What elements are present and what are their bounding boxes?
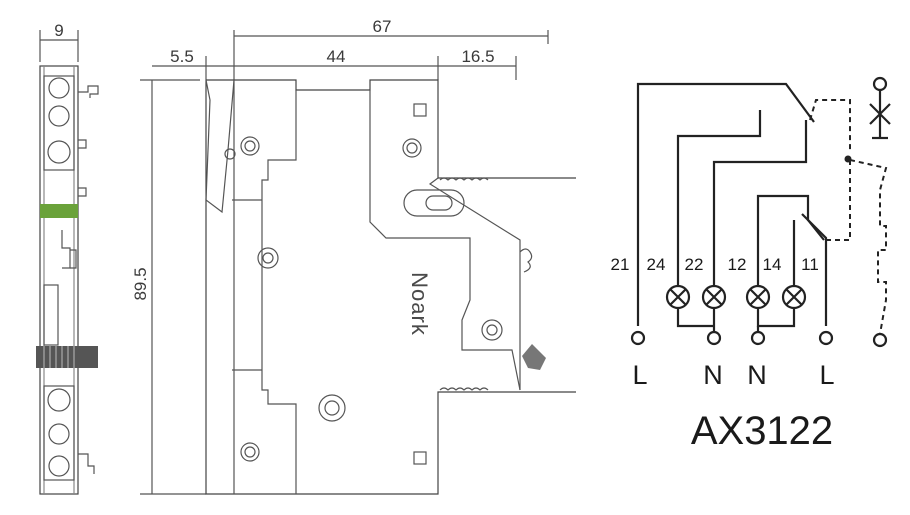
screw-hole-inner <box>244 446 256 458</box>
side-detail <box>70 249 77 269</box>
terminal-label-24: 24 <box>647 255 666 274</box>
screw-hole-inner <box>406 142 418 154</box>
brand-logo: Noark <box>407 272 432 336</box>
green-indicator-band <box>40 204 78 218</box>
wire-lamp-n2 <box>756 308 796 328</box>
model-label: AX3122 <box>691 409 833 453</box>
supply-label-l-1: L <box>632 360 647 390</box>
front-body-profile <box>369 90 521 391</box>
terminal-screw <box>48 423 70 445</box>
indicator-lamp <box>745 284 771 310</box>
dim-label-44: 44 <box>327 47 346 66</box>
wire-21 <box>636 82 815 326</box>
indicator-lamp <box>701 284 727 310</box>
terminal-label-21: 21 <box>611 255 630 274</box>
side-lever <box>36 346 98 368</box>
wire-22 <box>712 120 808 286</box>
side-clip <box>78 85 99 98</box>
front-right-edge <box>428 177 521 390</box>
breaker-terminal-bottom <box>872 332 888 348</box>
terminal-label-22: 22 <box>685 255 704 274</box>
wire-24 <box>676 110 762 286</box>
indicator-lamp <box>665 284 691 310</box>
mechanical-linkage <box>809 99 888 335</box>
indicator-slot <box>403 189 465 217</box>
screw-hole <box>481 319 503 341</box>
screw-hole <box>402 138 422 158</box>
terminal-screw <box>47 388 71 412</box>
serration-top <box>439 177 489 181</box>
terminal-screw <box>47 140 71 164</box>
side-clip <box>78 453 95 474</box>
terminal-screw <box>48 77 70 99</box>
side-terminal-bottom <box>43 385 75 481</box>
dim-label-89-5: 89.5 <box>131 267 150 300</box>
dim-label-5-5: 5.5 <box>170 47 194 66</box>
screw-hole-inner <box>486 324 498 336</box>
terminal-label-14: 14 <box>763 255 782 274</box>
side-clip <box>78 139 87 149</box>
front-step-profile <box>261 90 297 494</box>
front-view <box>140 30 576 495</box>
pivot-hole <box>224 148 236 160</box>
indicator-lamp <box>781 284 807 310</box>
screw-hole-inner <box>262 252 274 264</box>
terminal-circle <box>706 330 722 346</box>
screw-hole <box>318 394 346 422</box>
side-slot <box>43 284 59 346</box>
terminal-circle <box>818 330 834 346</box>
terminal-screw <box>48 455 70 477</box>
terminal-circle <box>630 330 646 346</box>
front-outline-top <box>206 79 576 179</box>
supply-label-l-2: L <box>819 360 834 390</box>
terminal-label-12: 12 <box>728 255 747 274</box>
front-handle-left <box>205 79 235 214</box>
side-view <box>39 30 99 495</box>
breaker-terminal-top <box>872 76 888 92</box>
serration-bottom <box>439 387 489 391</box>
breaker-cross <box>869 103 891 125</box>
wire-lamp-n1 <box>676 308 714 328</box>
screw-hole <box>240 136 260 156</box>
screw-hole-inner <box>324 400 340 416</box>
square-marker <box>413 103 427 117</box>
terminal-circle <box>750 330 766 346</box>
front-outline-left-bottom <box>205 80 576 495</box>
linkage-node <box>844 155 852 163</box>
supply-label-n-1: N <box>703 360 723 390</box>
side-spring <box>519 248 533 273</box>
supply-label-n-2: N <box>747 360 767 390</box>
dim-label-16-5: 16.5 <box>461 47 494 66</box>
dim-label-67: 67 <box>373 17 392 36</box>
side-clip <box>78 187 87 197</box>
screw-hole <box>257 247 279 269</box>
side-detail <box>61 230 71 269</box>
indicator-slot-inner <box>425 195 453 211</box>
side-lever-ribs <box>43 346 75 368</box>
side-terminal-top <box>43 75 75 171</box>
wire-11 <box>801 213 828 326</box>
terminal-label-11: 11 <box>801 255 819 274</box>
screw-hole <box>240 442 260 462</box>
dim-label-9: 9 <box>54 21 63 40</box>
wiring-diagram <box>630 76 891 348</box>
square-marker <box>413 451 427 465</box>
trip-lever <box>522 344 546 370</box>
screw-hole-inner <box>244 140 256 152</box>
terminal-screw <box>48 105 70 127</box>
side-body-outline <box>39 65 79 495</box>
